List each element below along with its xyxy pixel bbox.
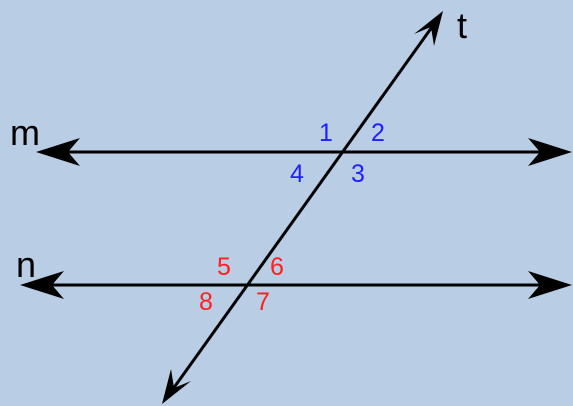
- line-m-label: m: [10, 112, 40, 153]
- line-n-left-arrowhead: [20, 271, 64, 299]
- line-n: [20, 271, 572, 299]
- angle-5-label: 5: [217, 253, 231, 281]
- line-m: [36, 138, 572, 166]
- line-n-right-arrowhead: [528, 271, 572, 299]
- line-t: [162, 11, 443, 404]
- angle-2-label: 2: [371, 119, 385, 147]
- angle-6-label: 6: [270, 253, 284, 281]
- line-t-top-arrowhead: [414, 11, 443, 46]
- line-m-left-arrowhead: [36, 138, 80, 166]
- angle-1-label: 1: [319, 119, 333, 147]
- line-m-right-arrowhead: [528, 138, 572, 166]
- angle-7-label: 7: [256, 288, 270, 316]
- line-t-label: t: [457, 5, 467, 46]
- line-n-label: n: [16, 244, 36, 285]
- line-t-bottom-arrowhead: [162, 369, 191, 404]
- angle-3-label: 3: [351, 160, 365, 188]
- angle-4-label: 4: [290, 160, 304, 188]
- angle-8-label: 8: [199, 288, 213, 316]
